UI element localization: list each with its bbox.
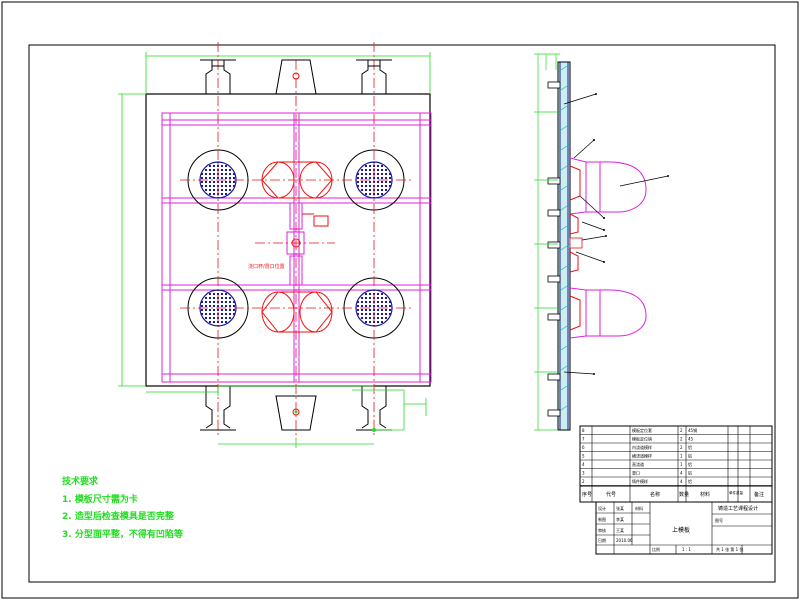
lug-top-left [200,59,236,94]
parts-rows: 8 模板定位套 2 45钢 7 模板定位销 2 45 6 内浇道模样 2 铝 5… [582,427,697,484]
pin-top [275,59,317,95]
part-material-6: 铝 [688,444,692,450]
header-no: 序号 [582,491,592,498]
dimension-origin-dot [372,428,376,432]
title-grid [596,502,772,554]
part-name-3: 冒口 [632,470,640,476]
dimension-lines [118,52,431,448]
part-no-3: 3 [582,471,585,476]
project-title: 铸造工艺课程设计 [718,505,758,512]
part-name-8: 模板定位套 [632,427,652,433]
feeder-bottom [261,291,333,333]
header-name: 名称 [650,491,660,498]
drawing-frame [28,44,776,583]
sig-name-check: 王某 [616,527,624,533]
title-signatures: 设计 张某 制图 李某 审核 王某 日期 2010.06 比例 材料 图号 [598,505,723,552]
part-qty-2: 4 [680,479,683,484]
stamp-number-label: 图号 [715,517,723,523]
header-remark: 备注 [754,491,764,498]
part-no-8: 8 [582,428,585,433]
sheet-info: 共 1 张 第 1 张 [716,546,743,552]
header-material: 材料 [700,491,710,498]
notes-item-1: 1. 模板尺寸需为卡 [62,494,138,505]
runner-lines [162,113,431,382]
section-castings [569,165,581,331]
section-leaders [563,93,669,375]
part-material-7: 45 [688,437,694,442]
part-name-5: 横浇道模样 [632,453,652,459]
scale-value: 1 : 1 [682,547,691,552]
sig-name-date: 2010.06 [616,538,633,543]
part-material-4: 铝 [688,461,692,467]
part-name-4: 直浇道 [632,461,644,467]
pattern-area [161,112,432,383]
part-name-6: 内浇道模样 [632,444,652,450]
notes-item-2: 2. 造型后检查模具是否完整 [62,512,174,522]
part-no-6: 6 [582,445,585,450]
part-no-2: 2 [582,479,585,484]
section-markers [593,93,669,375]
title-block: 8 模板定位套 2 45钢 7 模板定位销 2 45 6 内浇道模样 2 铝 5… [579,425,773,555]
sprue-callout-mark [302,213,329,227]
sprue-assembly [286,202,305,286]
lug-bottom-left [200,386,236,431]
pin-dot [294,410,298,414]
part-material-3: 铝 [688,470,692,476]
part-qty-3: 4 [680,471,683,476]
lug-top-right [356,59,392,94]
section-fasteners [547,81,583,417]
part-qty-5: 1 [680,454,683,459]
part-material-8: 45钢 [688,427,697,433]
header-weight: 单件重量 [729,490,743,495]
drawing-title: 上模板 [672,526,690,534]
part-qty-4: 1 [680,462,683,467]
parts-list-grid [580,426,772,502]
sprue-callout: 浇口杯/冒口位置 [248,263,285,270]
title-frame [595,501,773,555]
section-dimensions [534,53,560,431]
header-code: 代号 [606,491,616,498]
part-no-7: 7 [582,437,585,442]
pin-bottom [275,395,317,431]
part-material-5: 铝 [688,453,692,459]
part-name-7: 模板定位销 [632,436,652,442]
parts-list-frame [579,425,773,503]
part-qty-8: 2 [680,428,683,433]
technical-requirements: 技术要求 1. 模板尺寸需为卡 2. 造型后检查模具是否完整 3. 分型面平整，… [62,474,282,544]
notes-heading: 技术要求 [62,477,99,487]
sig-name-draw: 李某 [616,516,624,522]
part-qty-6: 2 [680,445,683,450]
notes-item-3: 3. 分型面平整，不得有凹陷等 [62,529,183,540]
part-no-4: 4 [582,462,585,467]
base-plate [145,93,431,387]
parts-header: 序号 代号 名称 数量 材料 单件重量 备注 [582,490,764,498]
plan-view: 浇口杯/冒口位置 [118,42,432,448]
part-material-2: 铝 [688,478,692,484]
sig-name-design: 张某 [616,505,624,511]
section-riser-bottom [569,287,647,339]
part-no-5: 5 [582,454,585,459]
part-qty-7: 2 [680,437,683,442]
sig-role-check: 审核 [598,527,606,533]
sig-role-draw: 制图 [598,516,606,522]
sig-role-date: 日期 [598,537,606,543]
stamp-material-label: 材料 [635,505,643,511]
section-riser-top [569,157,647,215]
center-lines [180,42,412,440]
sig-role-design: 设计 [598,505,606,511]
stamp-scale-label: 比例 [652,546,660,552]
part-name-2: 铸件模样 [632,478,648,484]
header-qty: 数量 [679,491,689,498]
section-view [534,53,669,431]
